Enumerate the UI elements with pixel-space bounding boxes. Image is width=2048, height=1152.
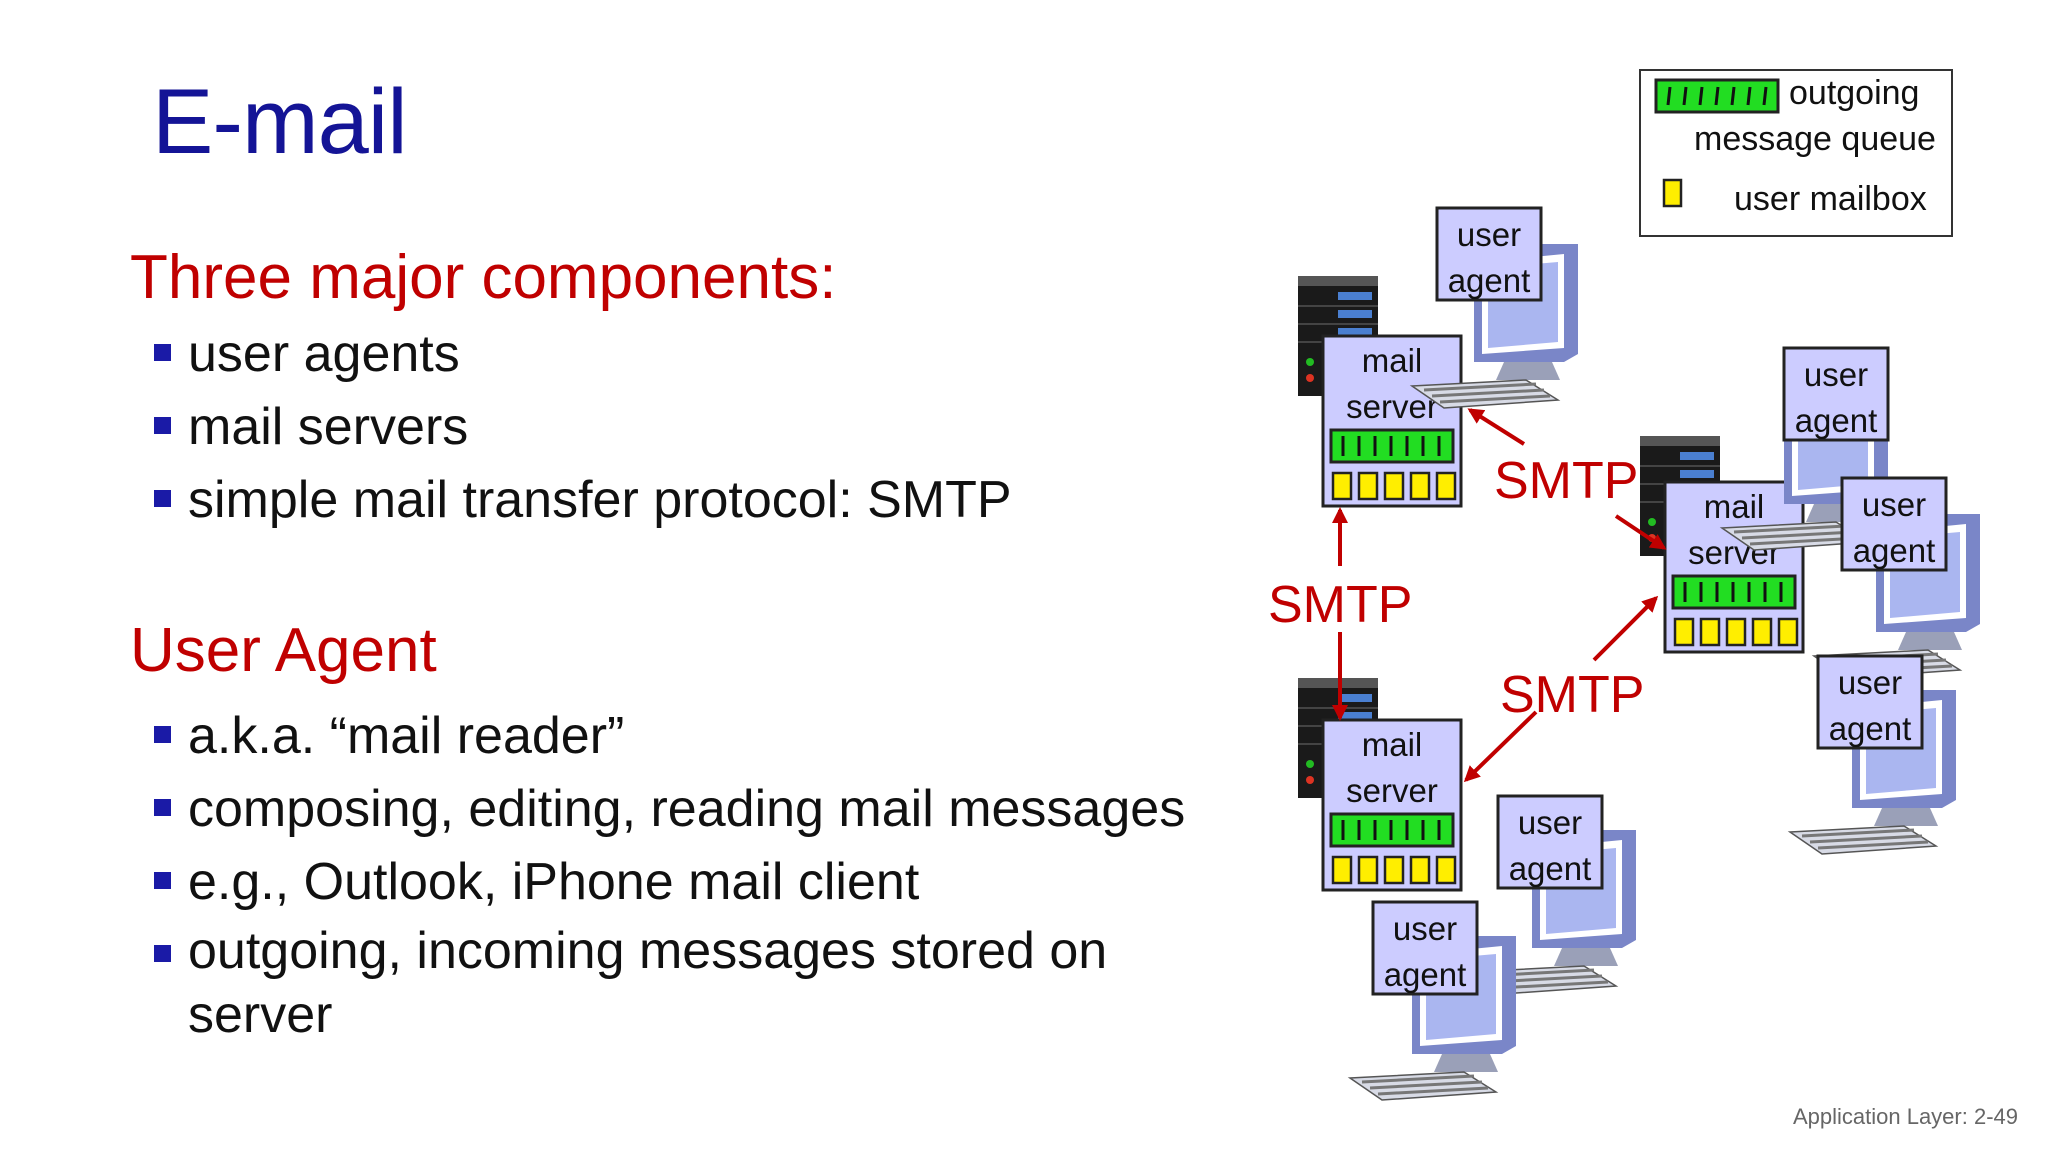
user-agent-1: user agent <box>1410 206 1580 410</box>
bullet-square-icon <box>154 417 171 434</box>
list-item: simple mail transfer protocol: SMTP <box>154 464 1012 537</box>
mail-server-label: mail <box>1362 342 1423 379</box>
bullet-square-icon <box>154 726 171 743</box>
legend-mailbox-label: user mailbox <box>1734 180 1927 218</box>
smtp-arrow <box>1467 408 1526 446</box>
user-agent-label: agent <box>1795 402 1878 439</box>
components-heading: Three major components: <box>130 243 837 312</box>
user-agent-4: user agent <box>1788 654 1958 856</box>
bullet-square-icon <box>154 872 171 889</box>
list-item: a.k.a. “mail reader” <box>154 700 1185 773</box>
mail-server-label: mail <box>1704 488 1765 525</box>
user-agent-5: user agent <box>1468 794 1638 996</box>
user-agent-label: user <box>1518 804 1582 841</box>
user-agent-label: agent <box>1509 850 1592 887</box>
smtp-arrows <box>1332 408 1667 783</box>
user-agent-6: user agent <box>1348 900 1518 1102</box>
user-agent-label: user <box>1393 910 1457 947</box>
user-agent-label: user <box>1838 664 1902 701</box>
components-list: user agents mail servers simple mail tra… <box>154 318 1012 537</box>
user-agent-label: agent <box>1448 262 1531 299</box>
user-mailbox-icon <box>1331 855 1457 885</box>
mail-server-right: mail server <box>1639 435 1805 654</box>
smtp-label: SMTP <box>1268 576 1412 634</box>
user-mailbox-icon <box>1673 617 1799 647</box>
mail-server-label: server <box>1346 772 1438 809</box>
smtp-arrow <box>1614 514 1667 550</box>
list-item: user agents <box>154 318 1012 391</box>
bullet-square-icon <box>154 945 171 962</box>
message-queue-icon <box>1671 574 1797 610</box>
mailbox-legend-icon <box>1662 178 1683 208</box>
bullet-square-icon <box>154 799 171 816</box>
message-queue-icon <box>1329 812 1455 848</box>
list-item: e.g., Outlook, iPhone mail client <box>154 846 1185 919</box>
mail-server-top: mail server <box>1297 275 1463 508</box>
user-agent-3: user agent <box>1812 476 1982 680</box>
smtp-arrow <box>1592 595 1659 662</box>
user-agent-label: agent <box>1384 956 1467 993</box>
user-agent-2: user agent <box>1720 346 1890 552</box>
queue-legend-icon <box>1654 78 1780 114</box>
legend-queue-label-2: message queue <box>1694 120 1936 158</box>
smtp-label: SMTP <box>1494 452 1638 510</box>
user-mailbox-icon <box>1331 471 1457 501</box>
user-agent-heading: User Agent <box>130 616 437 685</box>
legend: outgoing message queue user mailbox <box>1639 69 1953 237</box>
user-agent-label: user <box>1862 486 1926 523</box>
list-item: mail servers <box>154 391 1012 464</box>
user-agent-label: user <box>1457 216 1521 253</box>
mail-server-label: mail <box>1362 726 1423 763</box>
list-item: composing, editing, reading mail message… <box>154 773 1185 846</box>
legend-queue-label: outgoing <box>1789 74 1919 112</box>
smtp-arrow <box>1463 710 1538 783</box>
mail-server-bottom: mail server <box>1297 677 1463 892</box>
user-agent-label: agent <box>1829 710 1912 747</box>
bullet-square-icon <box>154 344 171 361</box>
slide-footer: Application Layer: 2-49 <box>1792 1104 2018 1129</box>
message-queue-icon <box>1329 428 1455 464</box>
user-agent-list: a.k.a. “mail reader” composing, editing,… <box>154 700 1185 1047</box>
user-agent-label: user <box>1804 356 1868 393</box>
user-agent-label: agent <box>1853 532 1936 569</box>
slide-title: E-mail <box>152 71 408 173</box>
smtp-label: SMTP <box>1500 666 1644 724</box>
bullet-square-icon <box>154 490 171 507</box>
